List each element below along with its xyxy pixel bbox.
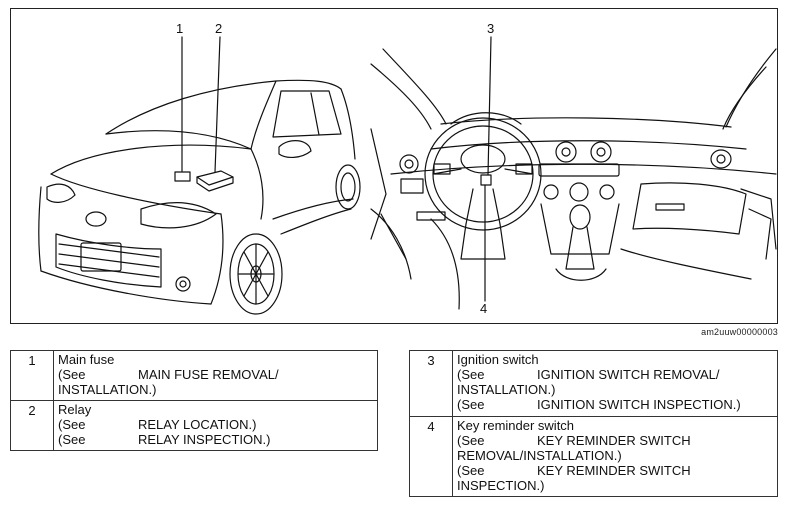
vehicle-illustration <box>38 36 777 315</box>
legend-title: Ignition switch <box>457 352 539 367</box>
legend-title: Relay <box>58 402 92 417</box>
dashboard-interior-drawing <box>370 48 777 310</box>
legend-number: 1 <box>10 350 54 401</box>
figure-code: am2uuw00000003 <box>701 327 778 337</box>
legend-title: Key reminder switch <box>457 418 575 433</box>
callout-3-label: 3 <box>487 21 495 36</box>
legend-reference-continued: REMOVAL/INSTALLATION.) <box>457 448 622 463</box>
callout-2-leader <box>214 36 221 173</box>
legend-reference-continued: INSTALLATION.) <box>58 382 157 397</box>
legend-title: Main fuse <box>58 352 115 367</box>
callout-4-label: 4 <box>480 301 488 316</box>
callout-1-label: 1 <box>176 21 184 36</box>
legend-number: 3 <box>409 350 453 417</box>
legend-number: 2 <box>10 400 54 451</box>
callout-2-label: 2 <box>215 21 223 36</box>
callout-3-leader <box>487 36 492 176</box>
legend-reference-continued: INSTALLATION.) <box>457 382 556 397</box>
legend-reference-continued: INSPECTION.) <box>457 478 545 493</box>
legend-number: 4 <box>409 416 453 497</box>
car-exterior-drawing <box>38 79 361 315</box>
component-location-figure: 1 2 3 4 <box>10 8 778 324</box>
